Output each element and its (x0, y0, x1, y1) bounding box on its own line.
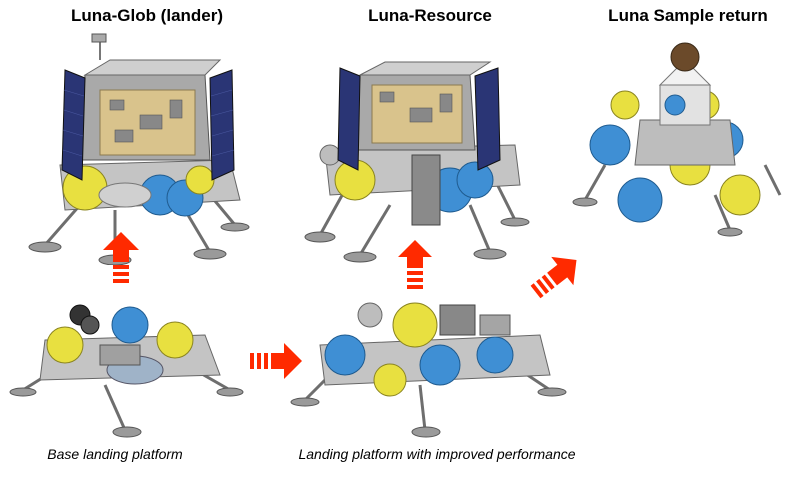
base-landing-platform-illustration (9, 304, 244, 438)
arrow-up-to-luna-resource-icon (398, 240, 432, 289)
arrow-right-to-improved-platform-icon (250, 343, 302, 379)
improved-landing-platform-illustration (290, 302, 567, 438)
title-luna-resource: Luna-Resource (368, 6, 492, 25)
caption-improved-platform: Landing platform with improved performan… (298, 446, 576, 462)
luna-resource-illustration (304, 61, 530, 263)
caption-base-platform: Base landing platform (47, 446, 183, 462)
luna-glob-lander-illustration (28, 33, 250, 265)
title-luna-sample-return: Luna Sample return (608, 6, 768, 25)
title-luna-glob: Luna-Glob (lander) (70, 6, 224, 25)
luna-sample-return-illustration (572, 42, 782, 237)
arrow-diagonal-to-sample-return-icon (530, 256, 577, 299)
arrow-up-to-luna-glob-icon (103, 232, 139, 283)
